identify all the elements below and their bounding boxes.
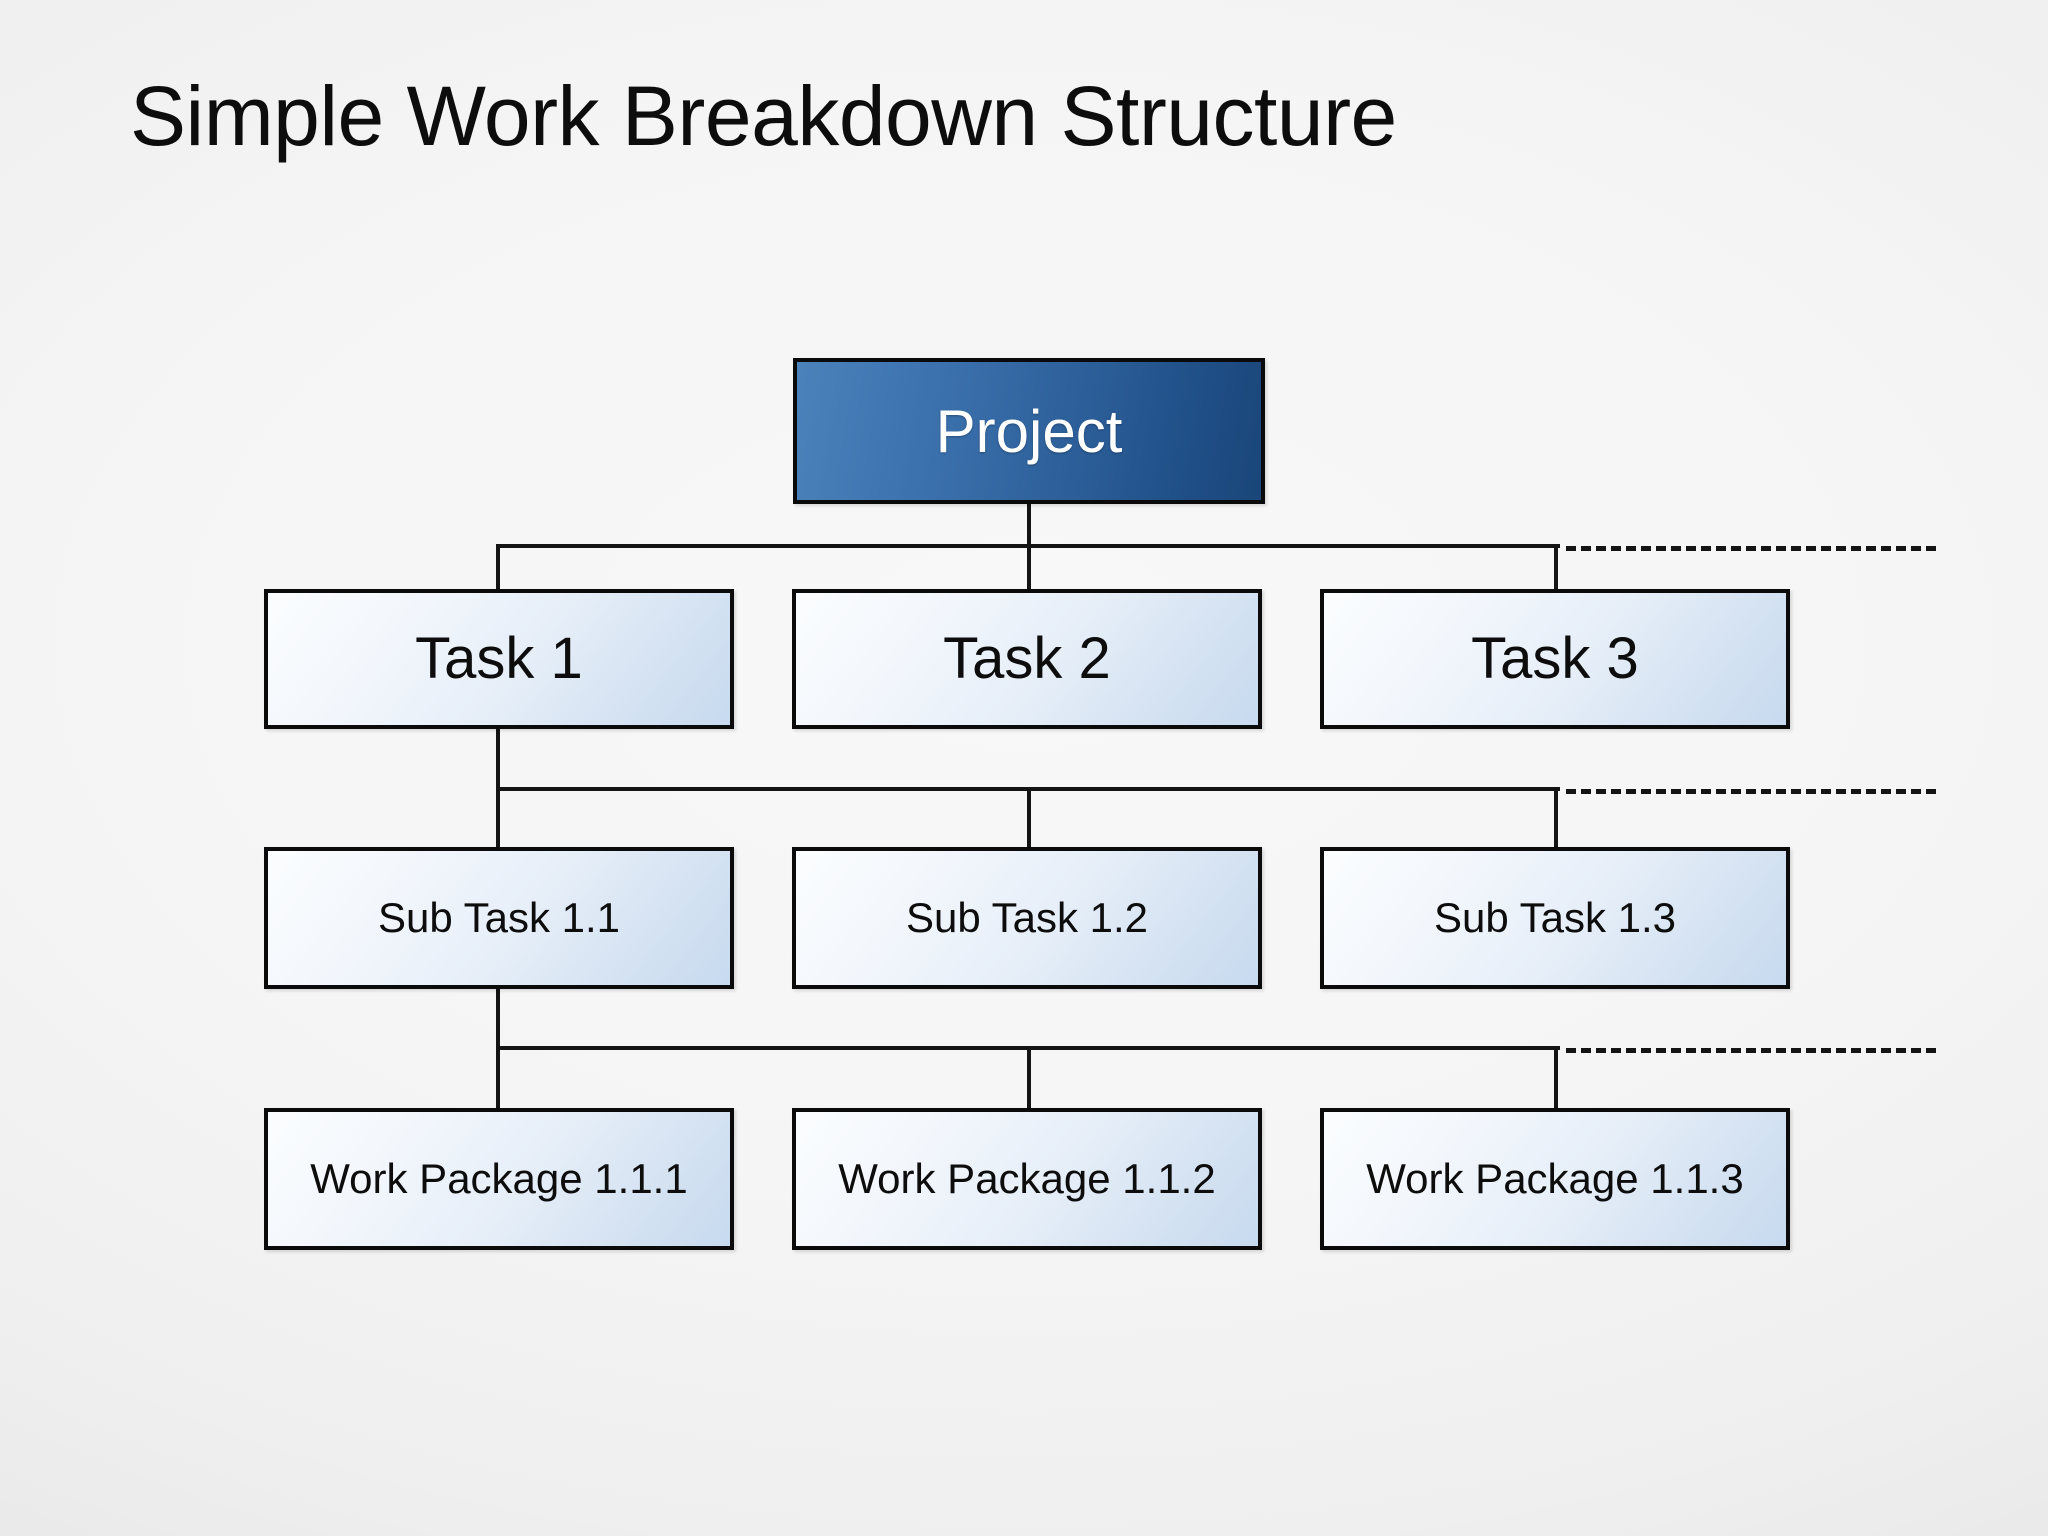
node-sub-task-1-3[interactable]: Sub Task 1.3 — [1320, 847, 1790, 989]
node-task-2[interactable]: Task 2 — [792, 589, 1262, 729]
node-work-package-1-1-2-label: Work Package 1.1.2 — [838, 1154, 1216, 1202]
connector-level3-dashed-extension — [1566, 1048, 1936, 1053]
connector-subtask11-stem — [496, 989, 500, 1049]
node-task-3-label: Task 3 — [1471, 625, 1639, 691]
connector-level1-dashed-extension — [1566, 546, 1936, 551]
node-project[interactable]: Project — [793, 358, 1265, 504]
connector-drop-subtask-1-3 — [1554, 787, 1558, 847]
connector-drop-subtask-1-2 — [1027, 787, 1031, 847]
node-task-1[interactable]: Task 1 — [264, 589, 734, 729]
node-sub-task-1-2[interactable]: Sub Task 1.2 — [792, 847, 1262, 989]
connector-drop-work-package-1-1-1 — [496, 1046, 500, 1108]
connector-root-stem — [1027, 504, 1031, 548]
page-title: Simple Work Breakdown Structure — [130, 69, 1397, 163]
connector-drop-work-package-1-1-3 — [1554, 1046, 1558, 1108]
node-task-2-label: Task 2 — [943, 625, 1111, 691]
connector-drop-task-2 — [1027, 544, 1031, 591]
node-work-package-1-1-3[interactable]: Work Package 1.1.3 — [1320, 1108, 1790, 1250]
node-sub-task-1-3-label: Sub Task 1.3 — [1433, 893, 1677, 941]
node-sub-task-1-1-label: Sub Task 1.1 — [377, 893, 621, 941]
node-work-package-1-1-1[interactable]: Work Package 1.1.1 — [264, 1108, 734, 1250]
node-task-3[interactable]: Task 3 — [1320, 589, 1790, 729]
connector-task1-stem — [496, 729, 500, 791]
connector-drop-work-package-1-1-2 — [1027, 1046, 1031, 1108]
node-work-package-1-1-1-label: Work Package 1.1.1 — [310, 1154, 688, 1202]
connector-drop-task-3 — [1554, 544, 1558, 591]
connector-drop-task-1 — [496, 544, 500, 591]
connector-drop-subtask-1-1 — [496, 787, 500, 847]
node-work-package-1-1-3-label: Work Package 1.1.3 — [1366, 1154, 1744, 1202]
connector-level2-dashed-extension — [1566, 789, 1936, 794]
node-task-1-label: Task 1 — [415, 625, 583, 691]
node-project-label: Project — [935, 397, 1123, 465]
node-work-package-1-1-2[interactable]: Work Package 1.1.2 — [792, 1108, 1262, 1250]
node-sub-task-1-1[interactable]: Sub Task 1.1 — [264, 847, 734, 989]
node-sub-task-1-2-label: Sub Task 1.2 — [905, 893, 1149, 941]
